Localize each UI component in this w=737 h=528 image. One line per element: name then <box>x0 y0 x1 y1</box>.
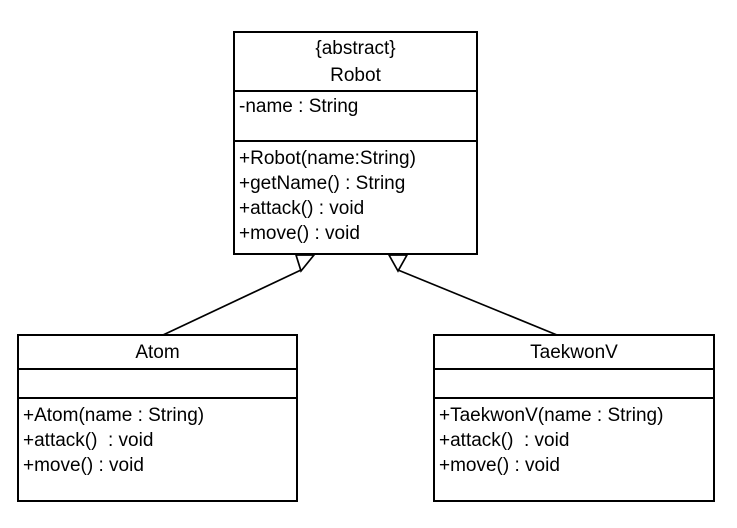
generalization-arrow-atom-to-robot <box>162 254 316 336</box>
generalization-arrow-taekwonv-to-robot <box>387 254 558 336</box>
method-line: +TaekwonV(name : String) <box>439 405 664 426</box>
class-name-taekwonv: TaekwonV <box>530 341 618 363</box>
stereotype-label-robot: {abstract} <box>315 37 396 59</box>
method-line: +Atom(name : String) <box>23 405 205 426</box>
class-name-atom: Atom <box>135 341 180 363</box>
methods-compartment-atom: +Atom(name : String) +attack() : void +m… <box>19 397 296 500</box>
class-box-taekwonv: TaekwonV +TaekwonV(name : String) +attac… <box>433 334 715 502</box>
method-line: +attack() : void <box>439 430 570 451</box>
method-line: +attack() : void <box>23 430 154 451</box>
attribute-line: -name : String <box>239 96 359 117</box>
method-line: +Robot(name:String) <box>239 148 416 169</box>
methods-compartment-taekwonv: +TaekwonV(name : String) +attack() : voi… <box>435 397 713 500</box>
generalization-line-atom <box>162 269 302 336</box>
class-title-compartment-taekwonv: TaekwonV <box>435 336 713 368</box>
attributes-compartment-taekwonv <box>435 368 713 397</box>
class-box-robot: {abstract} Robot -name : String +Robot(n… <box>233 31 478 255</box>
hollow-triangle-arrowhead-taekwonv <box>387 254 409 273</box>
class-title-compartment-robot: {abstract} Robot <box>235 33 476 90</box>
attributes-compartment-atom <box>19 368 296 397</box>
method-line: +getName() : String <box>239 173 406 194</box>
method-line: +move() : void <box>23 455 144 476</box>
class-name-robot: Robot <box>330 64 381 86</box>
class-title-compartment-atom: Atom <box>19 336 296 368</box>
method-line: +move() : void <box>239 223 360 244</box>
methods-compartment-robot: +Robot(name:String) +getName() : String … <box>235 140 476 253</box>
attributes-compartment-robot: -name : String <box>235 90 476 140</box>
method-line: +attack() : void <box>239 198 365 219</box>
method-line: +move() : void <box>439 455 560 476</box>
generalization-line-taekwonv <box>397 269 558 336</box>
class-box-atom: Atom +Atom(name : String) +attack() : vo… <box>17 334 298 502</box>
hollow-triangle-arrowhead-atom <box>294 254 316 273</box>
